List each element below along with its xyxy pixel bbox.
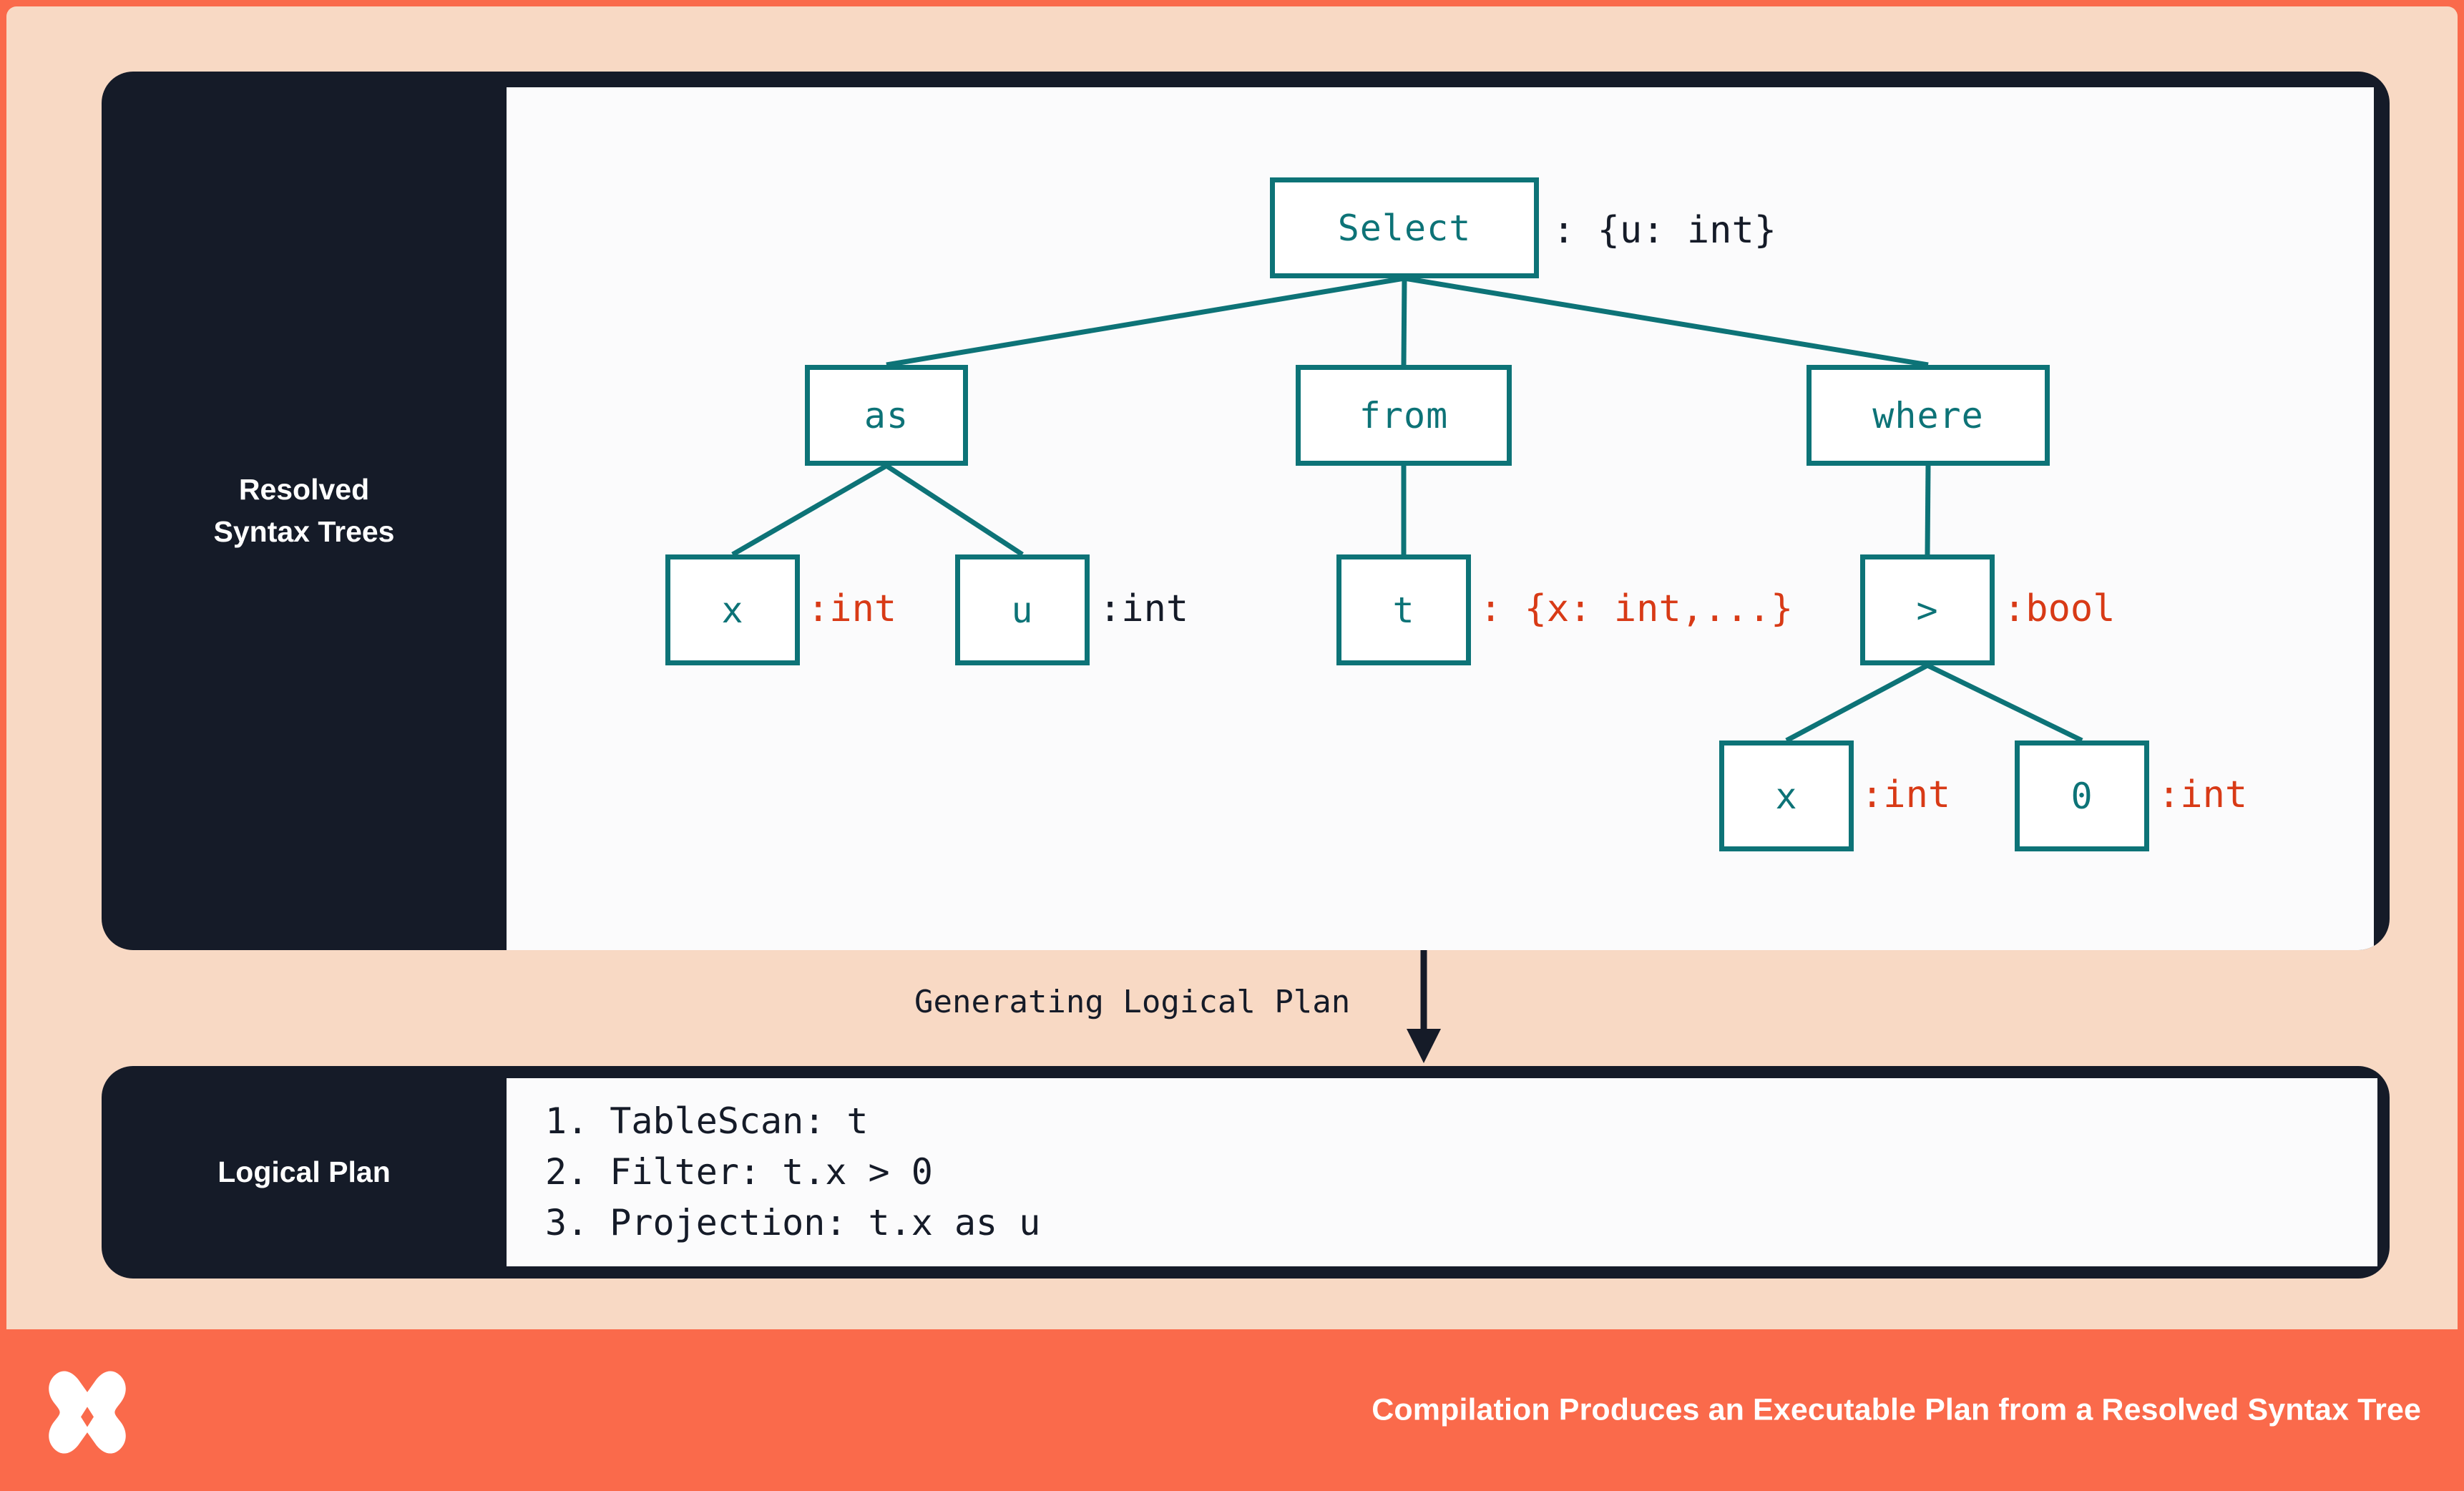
tree-edge-as-as-u [885,464,1024,557]
tree-node-where: where [1807,365,2050,466]
type-annotation-gt-0: :int [2158,773,2248,816]
type-annotation-as-u: :int [1099,587,1189,630]
type-annotation-as-x: :int [807,587,897,630]
tree-edge-as-as-x [731,463,888,557]
panel-top-label-line2: Syntax Trees [213,515,395,548]
logical-plan-list: 1. TableScan: t 2. Filter: t.x > 0 3. Proj… [545,1096,1040,1248]
type-annotation-from-t: : {x: int,...} [1480,587,1794,630]
tree-node-gt-0: 0 [2015,740,2149,851]
tree-edge-cmp-gt-gt-x [1785,663,1929,743]
tree-node-as-x: x [665,554,800,665]
down-arrow-icon [1407,950,1441,1063]
panel-logical-plan: Logical Plan 1. TableScan: t 2. Filter: t… [102,1066,2390,1279]
tree-node-as: as [805,365,968,466]
tree-node-from-t: t [1336,554,1471,665]
type-annotation-cmp-gt: :bool [2003,587,2116,630]
logical-plan-line-3: 3. Projection: t.x as u [545,1202,1041,1243]
logical-plan-line-2: 2. Filter: t.x > 0 [545,1151,933,1193]
logical-plan-content: 1. TableScan: t 2. Filter: t.x > 0 3. Proj… [507,1078,2377,1266]
panel-bottom-label: Logical Plan [217,1155,391,1188]
butterfly-x-logo-icon [49,1371,126,1454]
tree-edge-cmp-gt-gt-0 [1926,663,2083,743]
tree-edges [731,275,2083,743]
tree-edge-where-cmp-gt [1925,465,1931,555]
tree-edge-select-where [1404,275,1929,368]
footer-bar: Compilation Produces an Executable Plan … [0,1329,2464,1491]
tree-node-select: Select [1270,177,1539,278]
panel-top-label: Resolved Syntax Trees [102,72,507,950]
tree-edge-select-as [886,275,1405,368]
tree-node-from: from [1296,365,1512,466]
logical-plan-line-1: 1. TableScan: t [545,1100,869,1142]
panel-top-label-line1: Resolved [238,472,370,506]
tree-node-gt-x: x [1719,740,1854,851]
tree-node-cmp-gt: > [1860,554,1995,665]
type-annotation-gt-x: :int [1861,773,1951,816]
footer-caption: Compilation Produces an Executable Plan … [1372,1392,2421,1427]
panel-resolved-syntax-trees: Resolved Syntax Trees Select : {u: int} as… [102,72,2390,950]
tree-node-as-u: u [955,554,1090,665]
transition-label: Generating Logical Plan [914,984,1351,1020]
type-annotation-select: : {u: int} [1553,209,1777,252]
